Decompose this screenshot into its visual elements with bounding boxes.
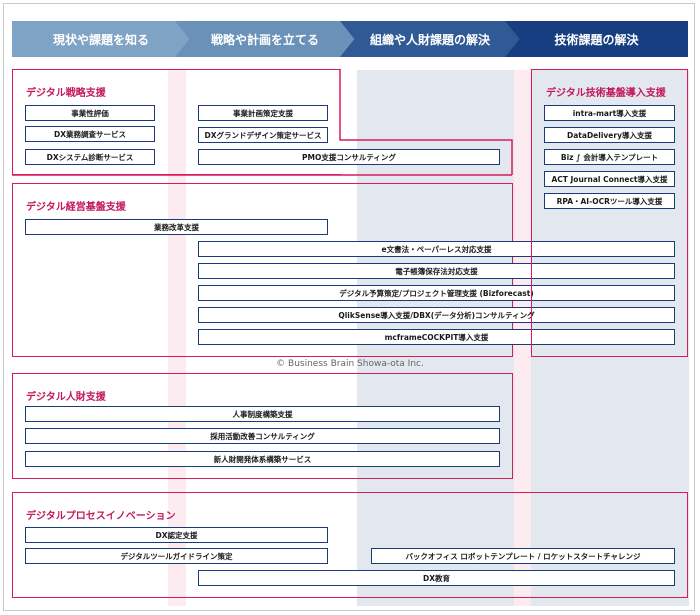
group-hr [12, 373, 513, 479]
column-shade-1 [168, 70, 186, 606]
service-box-strategy-6: PMO支援コンサルティング [198, 149, 500, 165]
step-label-1: 現状や課題を知る [52, 32, 149, 47]
group-tech-title: デジタル技術基盤導入支援 [546, 88, 666, 99]
service-box-process-2: デジタルツールガイドライン策定 [25, 548, 328, 564]
service-box-tech-5: RPA・AI-OCRツール導入支援 [544, 193, 675, 209]
service-box-hr-1: 人事制度構築支援 [25, 406, 500, 422]
step-chevron-4: 技術課題の解決 [505, 21, 688, 57]
service-box-process-3: バックオフィス ロボットテンプレート / ロケットスタートチャレンジ [371, 548, 675, 564]
service-box-strategy-4: 事業計画策定支援 [198, 105, 328, 121]
step-chevron-2: 戦略や計画を立てる [175, 21, 355, 57]
copyright-text: © Business Brain Showa-ota Inc. [276, 359, 424, 369]
service-box-strategy-1: 事業性評価 [25, 105, 155, 121]
group-hr-title: デジタル人財支援 [26, 392, 106, 403]
step-chevron-3: 組織や人財課題の解決 [340, 21, 520, 57]
service-box-hr-2: 採用活動改善コンサルティング [25, 428, 500, 444]
diagram-frame [3, 3, 695, 611]
service-box-management-1: 業務改革支援 [25, 219, 328, 235]
service-box-management-2: e文書法・ペーパーレス対応支援 [198, 241, 675, 257]
step-label-3: 組織や人財課題の解決 [369, 32, 490, 47]
service-box-management-4: デジタル予算策定/プロジェクト管理支援 (Bizforecast) [198, 285, 675, 301]
group-process-title: デジタルプロセスイノベーション [26, 511, 176, 522]
service-box-process-4: DX教育 [198, 570, 675, 586]
service-box-strategy-5: DXグランドデザイン策定サービス [198, 127, 328, 143]
service-box-tech-3: Biz ∫ 会計導入テンプレート [544, 149, 675, 165]
step-label-4: 技術課題の解決 [554, 32, 639, 47]
service-box-strategy-2: DX業務調査サービス [25, 126, 155, 142]
group-tech [531, 69, 688, 357]
group-strategy-title: デジタル戦略支援 [26, 88, 106, 99]
service-box-management-5: QlikSense導入支援/DBX(データ分析)コンサルティング [198, 307, 675, 323]
service-box-management-3: 電子帳簿保存法対応支援 [198, 263, 675, 279]
service-box-process-1: DX認定支援 [25, 527, 328, 543]
service-box-tech-4: ACT Journal Connect導入支援 [544, 171, 675, 187]
group-management-title: デジタル経営基盤支援 [26, 202, 126, 213]
service-box-hr-3: 新人財開発体系構築サービス [25, 451, 500, 467]
step-label-2: 戦略や計画を立てる [210, 32, 319, 47]
step-chevron-1: 現状や課題を知る [12, 21, 190, 57]
service-box-tech-1: intra-mart導入支援 [544, 105, 675, 121]
service-box-strategy-3: DXシステム診断サービス [25, 149, 155, 165]
service-box-tech-2: DataDelivery導入支援 [544, 127, 675, 143]
group-process [12, 492, 688, 598]
service-box-management-6: mcframeCOCKPIT導入支援 [198, 329, 675, 345]
